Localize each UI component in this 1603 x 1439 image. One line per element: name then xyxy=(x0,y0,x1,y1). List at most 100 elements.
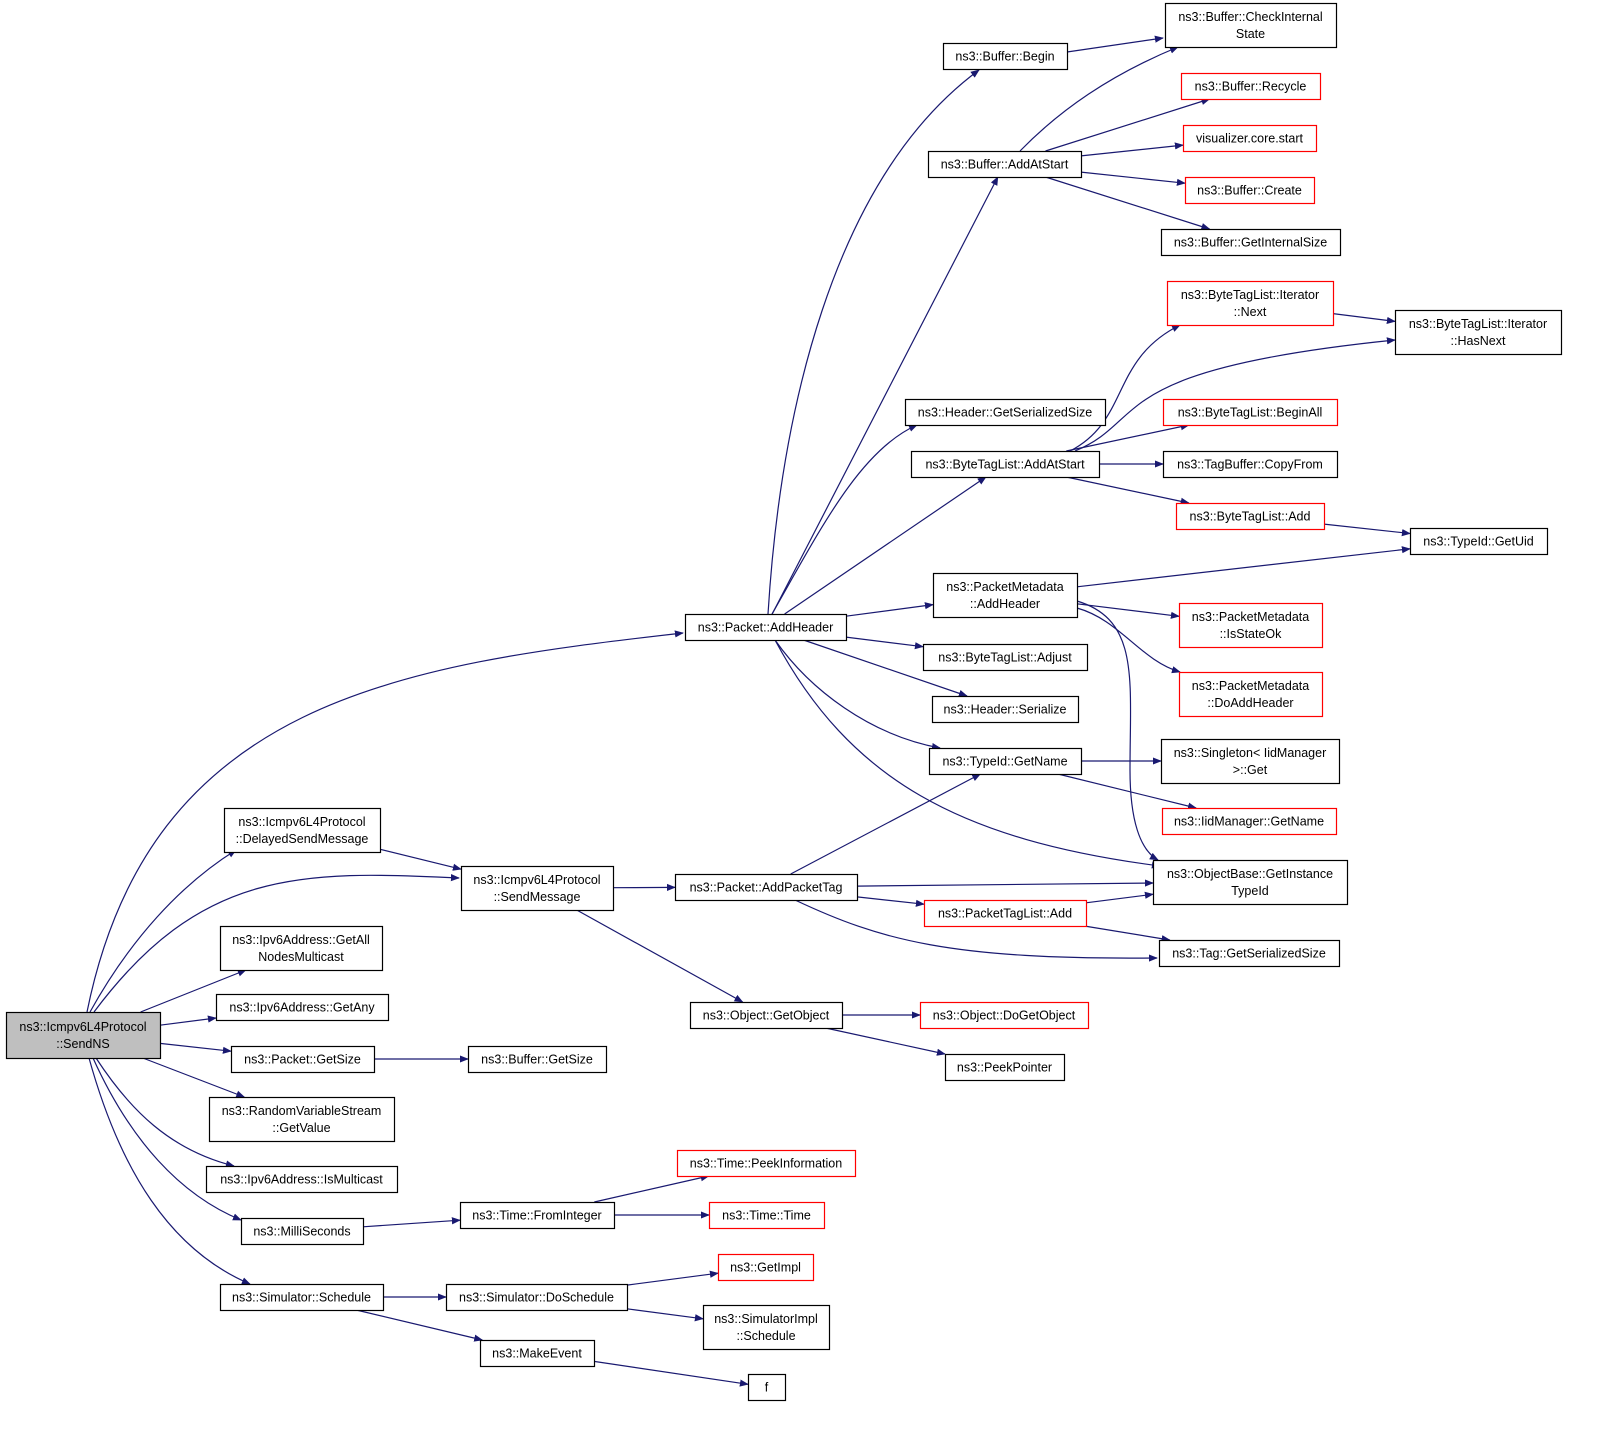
edge-bufaddatstart-to-bufgetinternal xyxy=(1045,176,1211,230)
node-hdrgetser[interactable]: ns3::Header::GetSerializedSize xyxy=(904,398,1107,427)
node-box xyxy=(205,1165,399,1194)
node-typeidgetuid[interactable]: ns3::TypeId::GetUid xyxy=(1409,527,1549,556)
node-bufgetinternal[interactable]: ns3::Buffer::GetInternalSize xyxy=(1160,228,1342,257)
node-pktgetsize[interactable]: ns3::Packet::GetSize xyxy=(230,1045,376,1074)
node-btladdatstart[interactable]: ns3::ByteTagList::AddAtStart xyxy=(910,450,1101,479)
node-label-line: ns3::Singleton< IidManager xyxy=(1174,746,1327,760)
node-timetime[interactable]: ns3::Time::Time xyxy=(708,1201,826,1230)
node-label-line: ns3::Ipv6Address::GetAny xyxy=(229,1001,375,1015)
node-label-line: ns3::Icmpv6L4Protocol xyxy=(19,1020,146,1034)
node-box xyxy=(219,1283,385,1312)
node-label-line: ::Schedule xyxy=(736,1329,795,1343)
node-label-line: ns3::ByteTagList::BeginAll xyxy=(1178,406,1323,420)
node-pmdoaddheader[interactable]: ns3::PacketMetadata::DoAddHeader xyxy=(1178,671,1324,718)
node-pmaddheader[interactable]: ns3::PacketMetadata::AddHeader xyxy=(932,572,1079,619)
node-label-line: ::DoAddHeader xyxy=(1207,696,1293,710)
edge-btladdatstart-to-btlitnext xyxy=(1069,324,1181,452)
node-box xyxy=(931,695,1080,724)
node-simimplsched[interactable]: ns3::SimulatorImpl::Schedule xyxy=(702,1304,831,1351)
node-box xyxy=(922,643,1089,672)
node-vizstart[interactable]: visualizer.core.start xyxy=(1182,124,1318,153)
edge-addheader-to-hdrgetser xyxy=(771,424,918,615)
node-peekinfo[interactable]: ns3::Time::PeekInformation xyxy=(676,1149,857,1178)
node-bufrecycle[interactable]: ns3::Buffer::Recycle xyxy=(1180,72,1322,101)
edge-addheader-to-bufaddatstart xyxy=(771,176,999,615)
node-taggetser[interactable]: ns3::Tag::GetSerializedSize xyxy=(1158,939,1341,968)
node-hdrserialize[interactable]: ns3::Header::Serialize xyxy=(931,695,1080,724)
edge-milliseconds-to-fromint xyxy=(362,1217,461,1228)
node-box xyxy=(1162,398,1339,427)
node-getany[interactable]: ns3::Ipv6Address::GetAny xyxy=(215,993,390,1022)
node-label-line: ns3::PeekPointer xyxy=(957,1061,1052,1075)
edge-bufbegin-to-bufcheck xyxy=(1066,35,1164,53)
node-iidgetname[interactable]: ns3::IidManager::GetName xyxy=(1161,807,1338,836)
edge-pkttaglistadd-to-taggetser xyxy=(1084,925,1171,943)
node-label-line: ns3::Icmpv6L4Protocol xyxy=(473,873,600,887)
node-typeidgetname[interactable]: ns3::TypeId::GetName xyxy=(928,747,1083,776)
node-sendmsg[interactable]: ns3::Icmpv6L4Protocol::SendMessage xyxy=(460,865,615,912)
node-dogetobject[interactable]: ns3::Object::DoGetObject xyxy=(919,1001,1090,1030)
node-box xyxy=(927,150,1083,179)
node-box xyxy=(1175,502,1326,531)
node-label-line: ns3::ByteTagList::Iterator xyxy=(1181,288,1319,302)
node-bufaddatstart[interactable]: ns3::Buffer::AddAtStart xyxy=(927,150,1083,179)
node-fromint[interactable]: ns3::Time::FromInteger xyxy=(459,1201,616,1230)
node-simschedule[interactable]: ns3::Simulator::Schedule xyxy=(219,1283,385,1312)
node-ismulticast[interactable]: ns3::Ipv6Address::IsMulticast xyxy=(205,1165,399,1194)
node-label-line: ns3::Simulator::Schedule xyxy=(232,1291,371,1305)
node-label-line: ns3::Buffer::CheckInternal xyxy=(1178,10,1322,24)
node-root[interactable]: ns3::Icmpv6L4Protocol::SendNS xyxy=(5,1011,162,1060)
node-label-line: ns3::Buffer::Recycle xyxy=(1195,80,1307,94)
node-btlitnext[interactable]: ns3::ByteTagList::Iterator::Next xyxy=(1166,280,1335,327)
node-tagbufcopy[interactable]: ns3::TagBuffer::CopyFrom xyxy=(1162,450,1339,479)
node-bufbegin[interactable]: ns3::Buffer::Begin xyxy=(942,42,1069,71)
node-singletonget[interactable]: ns3::Singleton< IidManager>::Get xyxy=(1160,738,1341,785)
node-dosched[interactable]: ns3::Simulator::DoSchedule xyxy=(445,1283,629,1312)
edge-delayed-to-sendmsg xyxy=(379,848,462,871)
node-objgetobject[interactable]: ns3::Object::GetObject xyxy=(689,1001,844,1030)
node-box xyxy=(1178,602,1324,649)
node-box xyxy=(1409,527,1549,556)
node-delayed[interactable]: ns3::Icmpv6L4Protocol::DelayedSendMessag… xyxy=(223,807,382,854)
node-label-line: ns3::ByteTagList::Adjust xyxy=(938,651,1072,665)
node-label-line: ns3::Simulator::DoSchedule xyxy=(459,1291,614,1305)
node-btladjust[interactable]: ns3::ByteTagList::Adjust xyxy=(922,643,1089,672)
node-label-line: State xyxy=(1236,27,1265,41)
node-rvsgetvalue[interactable]: ns3::RandomVariableStream::GetValue xyxy=(208,1096,396,1143)
node-getimpl[interactable]: ns3::GetImpl xyxy=(717,1253,815,1282)
node-bufgetsize[interactable]: ns3::Buffer::GetSize xyxy=(467,1045,608,1074)
node-label-line: ::DelayedSendMessage xyxy=(236,832,369,846)
node-peekpointer[interactable]: ns3::PeekPointer xyxy=(944,1053,1066,1082)
node-box xyxy=(702,1304,831,1351)
node-bufcreate[interactable]: ns3::Buffer::Create xyxy=(1184,176,1316,205)
node-box xyxy=(445,1283,629,1312)
node-makeevent[interactable]: ns3::MakeEvent xyxy=(479,1339,596,1368)
node-addpackettag[interactable]: ns3::Packet::AddPacketTag xyxy=(674,873,859,902)
node-label-line: ns3::PacketMetadata xyxy=(1192,610,1309,624)
node-label-line: ns3::TagBuffer::CopyFrom xyxy=(1177,458,1323,472)
node-btladd[interactable]: ns3::ByteTagList::Add xyxy=(1175,502,1326,531)
node-label-line: ns3::TypeId::GetName xyxy=(942,755,1067,769)
node-box xyxy=(1180,72,1322,101)
node-box xyxy=(1182,124,1318,153)
node-btlithasnext[interactable]: ns3::ByteTagList::Iterator::HasNext xyxy=(1394,309,1563,356)
edge-bufaddatstart-to-vizstart xyxy=(1080,142,1184,157)
node-milliseconds[interactable]: ns3::MilliSeconds xyxy=(240,1217,365,1246)
node-box xyxy=(1166,280,1335,327)
edge-objgetobject-to-peekpointer xyxy=(825,1027,946,1056)
node-box xyxy=(689,1001,844,1030)
node-addheader[interactable]: ns3::Packet::AddHeader xyxy=(684,613,848,642)
node-pmisstateok[interactable]: ns3::PacketMetadata::IsStateOk xyxy=(1178,602,1324,649)
node-box xyxy=(919,1001,1090,1030)
node-f[interactable]: f xyxy=(747,1373,787,1402)
node-btlbeginall[interactable]: ns3::ByteTagList::BeginAll xyxy=(1162,398,1339,427)
edge-bufaddatstart-to-bufrecycle xyxy=(1045,98,1211,152)
edge-pkttaglistadd-to-getinstancetypeid xyxy=(1085,891,1154,904)
node-box xyxy=(215,993,390,1022)
node-box xyxy=(932,572,1079,619)
node-pkttaglistadd[interactable]: ns3::PacketTagList::Add xyxy=(923,899,1088,928)
